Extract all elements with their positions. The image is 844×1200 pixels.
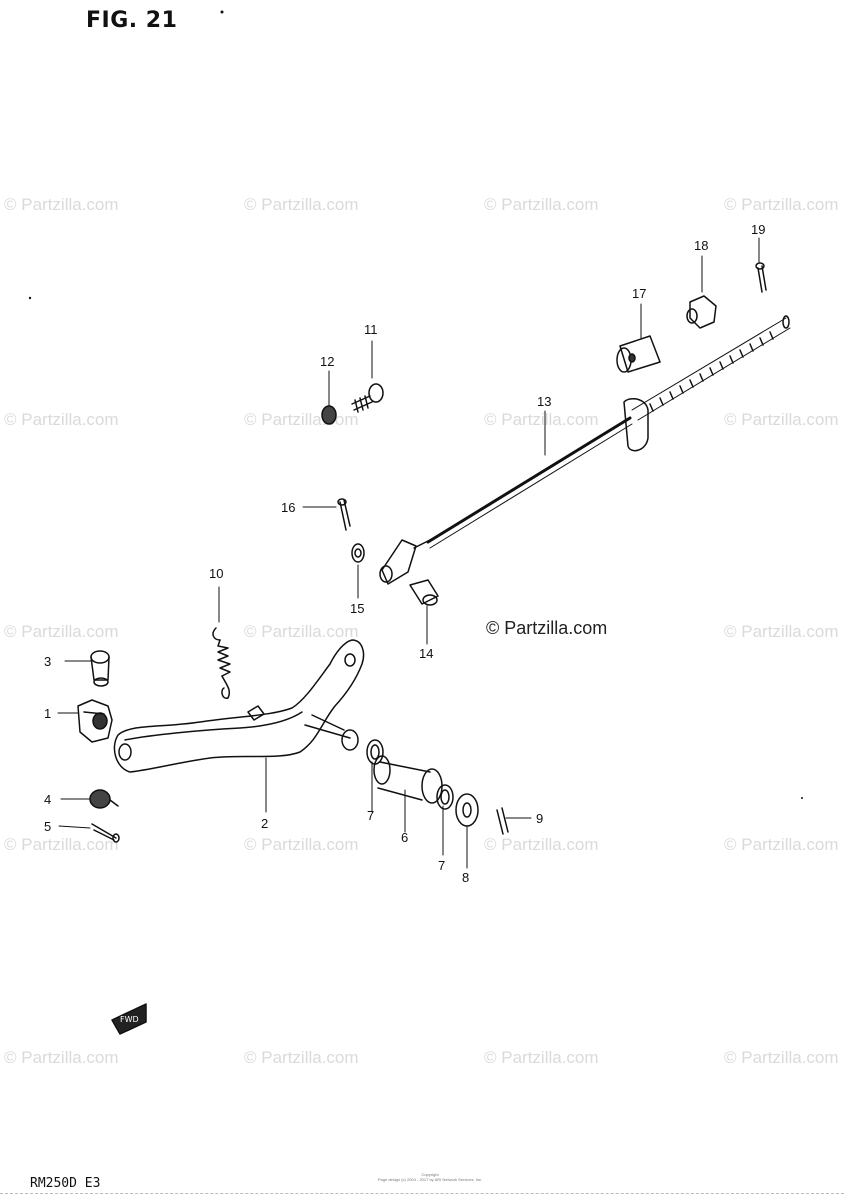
bolt-part-11 <box>351 383 384 413</box>
callout-9: 9 <box>536 811 544 826</box>
copyright-line-1: Copyright <box>421 1172 439 1177</box>
cotter-pin-part-5 <box>91 823 120 843</box>
callout-11: 11 <box>364 322 378 337</box>
callout-16: 16 <box>281 500 296 515</box>
callout-19: 19 <box>751 222 766 237</box>
adjuster-part-17 <box>616 335 661 373</box>
watermark: © Partzilla.com <box>724 1048 839 1067</box>
washer-part-15 <box>351 543 365 563</box>
washer-part-7a <box>366 739 384 765</box>
brake-rod-part-13 <box>379 315 791 585</box>
spring-clip-part-4 <box>89 789 119 809</box>
callout-18: 18 <box>694 238 709 253</box>
callout-13: 13 <box>537 394 552 409</box>
watermark: © Partzilla.com <box>244 835 359 854</box>
copyright-footer: Copyright Page design (c) 2004 - 2017 by… <box>360 1172 500 1182</box>
callout-7b: 7 <box>438 858 446 873</box>
washer-part-7b <box>436 784 454 810</box>
callout-12: 12 <box>320 354 335 369</box>
watermark: © Partzilla.com <box>4 622 119 641</box>
bottom-dashed-border <box>0 1193 844 1194</box>
center-watermark: © Partzilla.com <box>486 618 608 638</box>
watermark: © Partzilla.com <box>724 410 839 429</box>
watermark: © Partzilla.com <box>4 835 119 854</box>
watermark: © Partzilla.com <box>4 410 119 429</box>
callout-10: 10 <box>209 566 224 581</box>
model-code: RM250D E3 <box>30 1176 101 1191</box>
watermark: © Partzilla.com <box>724 622 839 641</box>
nut-part-12 <box>321 405 337 425</box>
fwd-arrow-label: FWD <box>120 1015 139 1024</box>
adjust-nut-part-18 <box>686 295 717 329</box>
forward-arrow-icon: FWD <box>111 1003 147 1035</box>
bushing-part-6 <box>373 755 443 804</box>
clevis-part-1 <box>77 699 113 743</box>
callout-17: 17 <box>632 286 647 301</box>
watermark: © Partzilla.com <box>4 195 119 214</box>
callout-3: 3 <box>44 654 52 669</box>
leader-lines <box>57 237 760 869</box>
callout-15: 15 <box>350 601 365 616</box>
watermark: © Partzilla.com <box>484 1048 599 1067</box>
pin-part-3 <box>90 650 110 687</box>
brake-pedal-part-2 <box>113 639 365 773</box>
watermark: © Partzilla.com <box>724 195 839 214</box>
watermark: © Partzilla.com <box>244 1048 359 1067</box>
callout-6: 6 <box>401 830 409 845</box>
callout-2: 2 <box>261 816 269 831</box>
watermark: © Partzilla.com <box>244 195 359 214</box>
watermark: © Partzilla.com <box>724 835 839 854</box>
callout-8: 8 <box>462 870 470 885</box>
cotter-pin-part-16 <box>337 498 351 531</box>
callout-1: 1 <box>44 706 52 721</box>
callout-7a: 7 <box>367 808 375 823</box>
callout-5: 5 <box>44 819 52 834</box>
callout-14: 14 <box>419 646 434 661</box>
pin-part-14 <box>409 579 439 606</box>
return-spring-part-10 <box>212 627 231 699</box>
figure-title: FIG. 21 <box>86 8 178 33</box>
watermark: © Partzilla.com <box>4 1048 119 1067</box>
screw-part-19 <box>755 262 767 293</box>
watermark: © Partzilla.com <box>244 622 359 641</box>
watermark: © Partzilla.com <box>484 195 599 214</box>
cotter-pin-part-9 <box>496 807 509 835</box>
callout-4: 4 <box>44 792 52 807</box>
washer-part-8 <box>455 793 479 827</box>
watermark: © Partzilla.com <box>484 835 599 854</box>
copyright-line-2: Page design (c) 2004 - 2017 by ARI Netwo… <box>377 1177 483 1182</box>
watermark: © Partzilla.com <box>484 410 599 429</box>
